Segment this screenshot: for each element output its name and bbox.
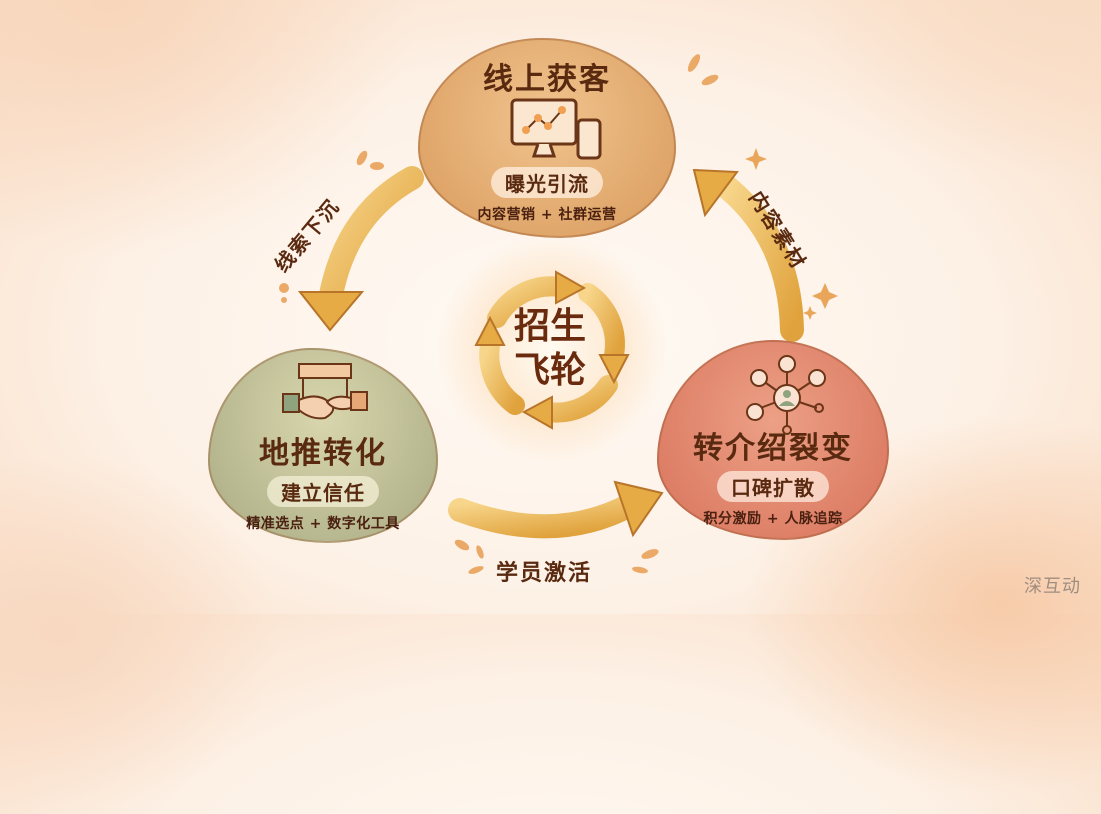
watermark: 深互动: [1024, 576, 1081, 597]
decorative-dots: [279, 54, 719, 574]
flywheel-arrows: [279, 54, 838, 574]
node-desc: 积分激励 + 人脉追踪: [703, 511, 843, 527]
node-referral-fission[interactable]: 转介绍裂变 口碑扩散 积分激励 + 人脉追踪: [657, 340, 889, 540]
handshake-booth-icon: [282, 363, 368, 420]
node-title: 地推转化: [259, 436, 387, 471]
people-network-share-icon: [746, 355, 826, 435]
node-title: 转介绍裂变: [693, 431, 853, 466]
center-line-2: 飞轮: [513, 350, 586, 391]
center-line-1: 招生: [513, 306, 586, 347]
sparkle-icons: [745, 148, 838, 320]
node-title: 线上获客: [483, 62, 611, 97]
node-tag: 建立信任: [267, 476, 379, 507]
flywheel-center-title: 招生 飞轮: [505, 305, 595, 393]
node-tag: 曝光引流: [491, 167, 603, 198]
node-tag: 口碑扩散: [717, 471, 829, 502]
arrow-label-student-activation: 学员激活: [496, 561, 593, 586]
node-ground-promotion[interactable]: 地推转化 建立信任 精准选点 + 数字化工具: [208, 348, 438, 543]
node-online-acquisition[interactable]: 线上获客 曝光引流 内容营销 + 社群运营: [418, 38, 676, 238]
node-desc: 内容营销 + 社群运营: [477, 207, 617, 223]
node-desc: 精准选点 + 数字化工具: [246, 516, 400, 532]
monitor-phone-network-icon: [510, 98, 602, 160]
